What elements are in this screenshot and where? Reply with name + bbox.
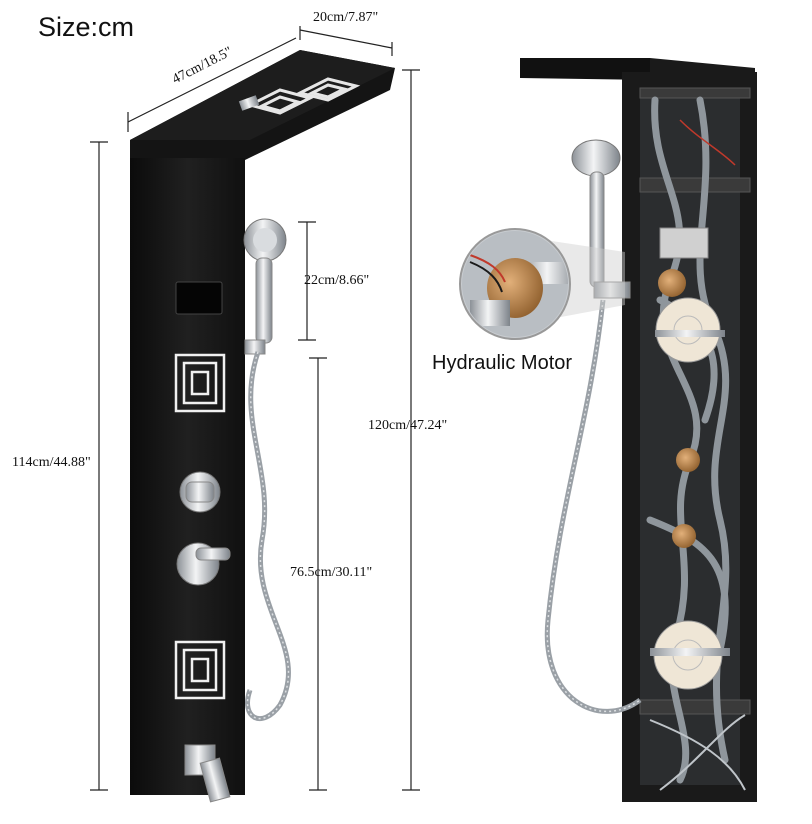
handshower-length-label: 22cm/8.66" xyxy=(304,273,370,288)
magnified-detail xyxy=(459,228,625,340)
rain-nozzle-pattern xyxy=(245,77,361,115)
hose-height-label: 76.5cm/30.11" xyxy=(290,565,373,580)
size-unit-title: Size:cm xyxy=(38,12,135,42)
body-jet-upper xyxy=(174,353,226,413)
hydraulic-motor-label: Hydraulic Motor xyxy=(432,352,573,374)
braided-hoses xyxy=(649,714,746,791)
top-depth-label: 20cm/7.87" xyxy=(313,10,379,25)
temperature-knob xyxy=(179,471,221,513)
hand-shower-back xyxy=(571,139,631,299)
hand-shower xyxy=(243,218,287,355)
body-jet-lower xyxy=(174,640,226,700)
front-view xyxy=(90,26,420,803)
dimension-lines xyxy=(90,26,420,791)
thermostatic-valve xyxy=(672,524,696,548)
back-view xyxy=(459,58,757,802)
diverter-knob xyxy=(176,542,231,586)
diverter-valve xyxy=(676,448,700,472)
tub-spout xyxy=(184,744,231,803)
total-height-label: 120cm/47.24" xyxy=(368,418,448,433)
panel-height-label: 114cm/44.88" xyxy=(12,455,91,470)
shower-hose xyxy=(245,351,291,722)
rain-head-side xyxy=(520,58,650,80)
control-box xyxy=(659,227,709,259)
temperature-display xyxy=(175,281,223,315)
hydraulic-motor-valve xyxy=(658,269,686,297)
